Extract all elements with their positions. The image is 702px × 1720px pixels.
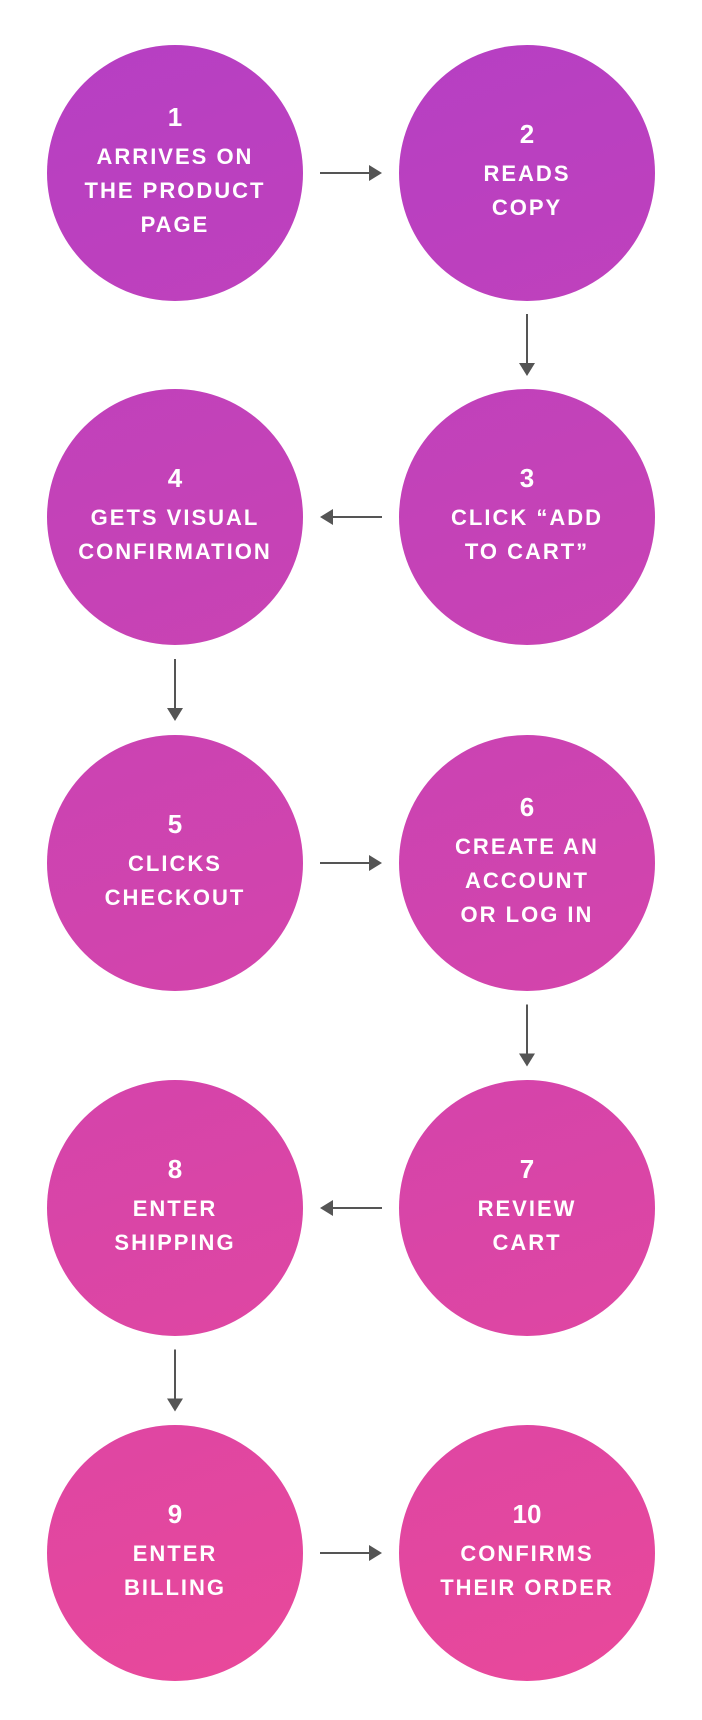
step-circle-7: 7 REVIEW CART: [399, 1080, 655, 1336]
step-label: ENTER SHIPPING: [114, 1196, 236, 1255]
step-number: 8: [167, 1154, 183, 1184]
step-number: 6: [519, 792, 535, 822]
arrow-head: [369, 165, 382, 181]
step-label: GETS VISUAL CONFIRMATION: [78, 505, 272, 564]
arrow-head: [519, 1053, 535, 1067]
arrow-head: [167, 708, 183, 721]
flow-arrow-5-to-6: [320, 855, 382, 871]
step-circle-6: 6 CREATE AN ACCOUNT OR LOG IN: [399, 735, 655, 991]
step-label: CLICK “ADD TO CART”: [451, 505, 603, 564]
step-number: 9: [167, 1499, 183, 1529]
arrow-head: [369, 855, 382, 871]
arrow-head: [369, 1545, 382, 1561]
step-circle-3: 3 CLICK “ADD TO CART”: [399, 389, 655, 645]
flow-arrow-8-to-9: [167, 1349, 183, 1412]
arrow-head: [320, 1200, 333, 1216]
step-number: 7: [519, 1154, 535, 1184]
flow-arrow-3-to-4: [320, 509, 382, 525]
step-circle-10: 10 CONFIRMS THEIR ORDER: [399, 1425, 655, 1681]
arrow-head: [167, 1398, 183, 1412]
step-label: ENTER BILLING: [124, 1541, 226, 1600]
step-label: CLICKS CHECKOUT: [104, 851, 246, 910]
flow-arrow-4-to-5: [167, 659, 183, 721]
flow-arrow-9-to-10: [320, 1545, 382, 1561]
step-number: 2: [519, 119, 535, 149]
arrow-head: [320, 509, 333, 525]
step-circle-9: 9 ENTER BILLING: [47, 1425, 303, 1681]
step-circle-4: 4 GETS VISUAL CONFIRMATION: [47, 389, 303, 645]
step-circle-8: 8 ENTER SHIPPING: [47, 1080, 303, 1336]
step-number: 10: [512, 1499, 542, 1529]
flow-arrow-2-to-3: [519, 314, 535, 376]
arrow-head: [519, 363, 535, 376]
flow-arrow-1-to-2: [320, 165, 382, 181]
step-label: ARRIVES ON THE PRODUCT PAGE: [84, 144, 266, 237]
flow-arrow-7-to-8: [320, 1200, 382, 1216]
step-number: 3: [519, 463, 535, 493]
step-number: 4: [167, 463, 183, 493]
step-label: REVIEW CART: [477, 1196, 577, 1255]
step-label: CREATE AN ACCOUNT OR LOG IN: [455, 834, 599, 927]
step-label: READS COPY: [483, 161, 571, 220]
step-circle-5: 5 CLICKS CHECKOUT: [47, 735, 303, 991]
step-number: 5: [167, 809, 183, 839]
step-circle-2: 2 READS COPY: [399, 45, 655, 301]
step-number: 1: [167, 102, 183, 132]
flow-arrow-6-to-7: [519, 1004, 535, 1067]
step-circle-1: 1 ARRIVES ON THE PRODUCT PAGE: [47, 45, 303, 301]
step-label: CONFIRMS THEIR ORDER: [440, 1541, 614, 1600]
